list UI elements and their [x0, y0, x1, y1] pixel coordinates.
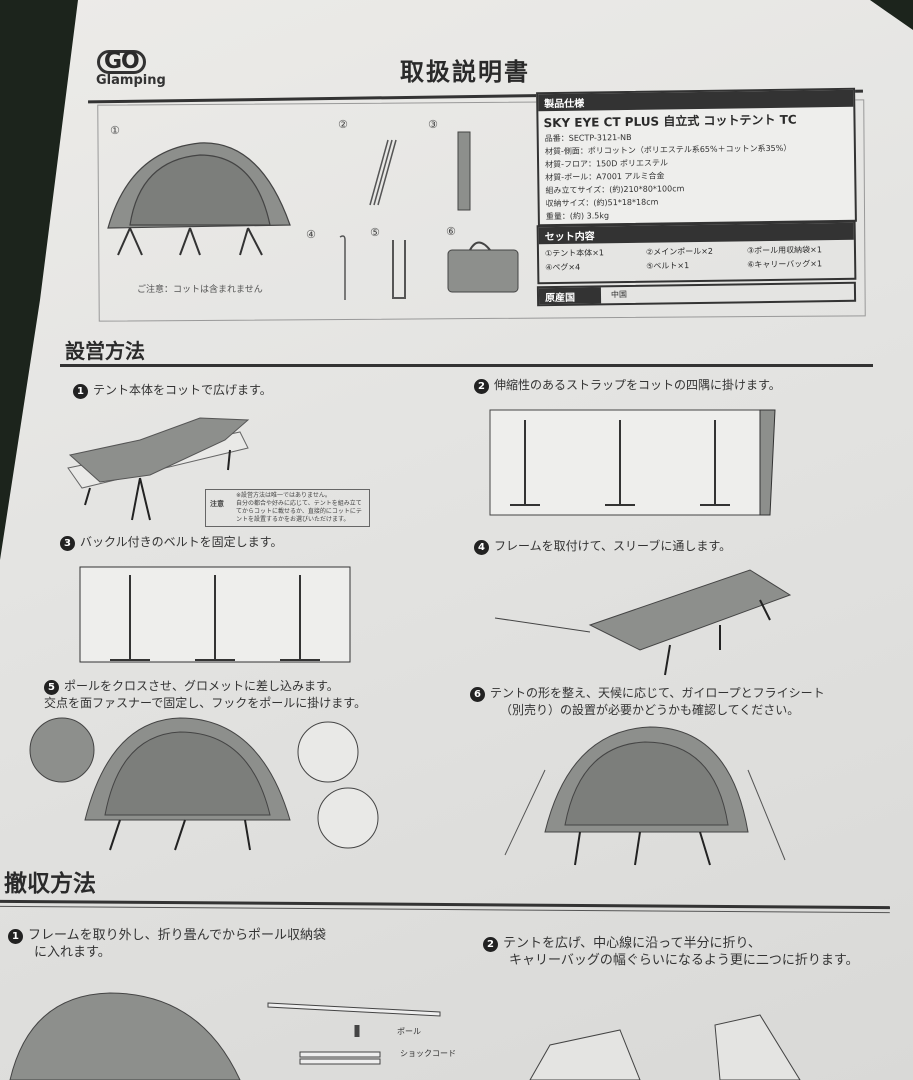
section-rule: [60, 364, 873, 367]
warning-box: 注意 ※設営方法は唯一ではありません。 自分の都合や好みに応じて、テントを組み立…: [205, 489, 370, 527]
part-number: ②: [338, 118, 348, 131]
set-item: ①テント本体×1: [544, 248, 605, 259]
step6-illustration: [504, 726, 786, 866]
teardown-heading: 撤収方法: [4, 871, 96, 897]
set-item: ⑥キャリーバッグ×1: [747, 259, 823, 270]
step2-illustration: [489, 409, 776, 516]
step1-illustration: [67, 417, 250, 521]
part-number: ③: [428, 118, 438, 131]
step3-illustration: [79, 566, 351, 663]
shock-cord-label: ショックコード: [400, 1049, 456, 1058]
part-number: ⑥: [446, 225, 456, 238]
set-item: ④ペグ×4: [545, 262, 581, 273]
teardown-illustration: [9, 992, 801, 1080]
origin-label: 原産国: [538, 287, 602, 305]
parts-note: ご注意：コットは含まれません: [137, 285, 263, 295]
pole-label: ポール: [397, 1027, 421, 1036]
step4-illustration: [494, 569, 792, 676]
setup-heading: 設営方法: [65, 339, 145, 363]
part-number: ①: [110, 124, 120, 137]
part-number: ⑤: [370, 226, 380, 239]
logo: GO: [97, 50, 146, 74]
peg-icon: [339, 235, 346, 300]
logo-name: Glamping: [96, 73, 166, 88]
origin-value: 中国: [610, 289, 628, 300]
part-number: ④: [306, 228, 316, 241]
belt-icon: [392, 240, 406, 299]
page-title: 取扱説明書: [400, 58, 530, 86]
set-contents-box: セット内容 ①テント本体×1 ②メインポール×2 ③ポール用収納袋×1 ④ペグ×…: [536, 220, 857, 285]
set-item: ②メインポール×2: [645, 246, 714, 257]
spec-box: 製品仕様 SKY EYE CT PLUS 自立式 コットテント TC 品番：SE…: [536, 87, 857, 227]
set-item: ③ポール用収納袋×1: [746, 245, 823, 256]
tent-icon: [107, 142, 291, 229]
pole-bag-icon: [457, 131, 471, 211]
cot-legs-icon: [117, 227, 263, 256]
set-item: ⑤ベルト×1: [646, 261, 690, 271]
warning-icon: 注意: [210, 500, 224, 508]
poles-icon: [369, 139, 397, 206]
step5-illustration: [29, 717, 379, 851]
carry-bag-icon: [447, 249, 519, 293]
